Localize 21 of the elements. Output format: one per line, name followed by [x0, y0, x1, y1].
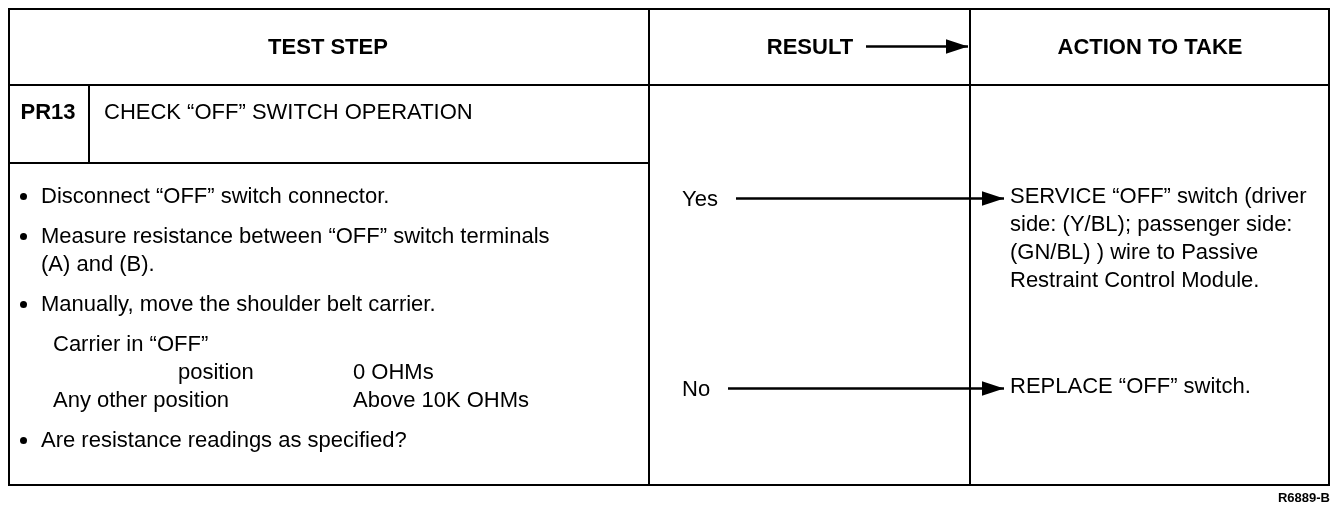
- instruction-text: Manually, move the shoulder belt carrier.: [41, 290, 436, 318]
- action-text: REPLACE “OFF” switch.: [1010, 372, 1290, 400]
- arrow: [866, 39, 968, 54]
- result-text: Yes: [682, 182, 730, 215]
- instruction-text: Measure resistance between “OFF” switch terminals (A) and (B).: [41, 222, 551, 278]
- instruction-text: Disconnect “OFF” switch connector.: [41, 182, 390, 210]
- action-text: SERVICE “OFF” switch (driver side: (Y/BL); passenger side: (GN/BL) ) wire to Passive Restraint Control Module.: [1010, 182, 1320, 294]
- value-text: Above 10K OHMs: [353, 386, 531, 414]
- column-header: RESULT: [760, 30, 860, 63]
- instruction-text: Are resistance readings as specified?: [41, 426, 407, 454]
- arrow: [736, 191, 1004, 206]
- condition-text: Carrier in “OFF” position: [53, 330, 255, 386]
- column-header: ACTION TO TAKE: [970, 30, 1330, 63]
- result-text: No: [682, 372, 722, 405]
- arrow: [728, 381, 1004, 396]
- column-header: TEST STEP: [8, 30, 648, 63]
- figure-code: R6889-B: [1277, 489, 1330, 507]
- condition-text: Any other position: [53, 386, 231, 414]
- step-title: CHECK “OFF” SWITCH OPERATION: [104, 95, 634, 128]
- value-text: 0 OHMs: [353, 358, 435, 386]
- step-number: PR13: [8, 95, 88, 128]
